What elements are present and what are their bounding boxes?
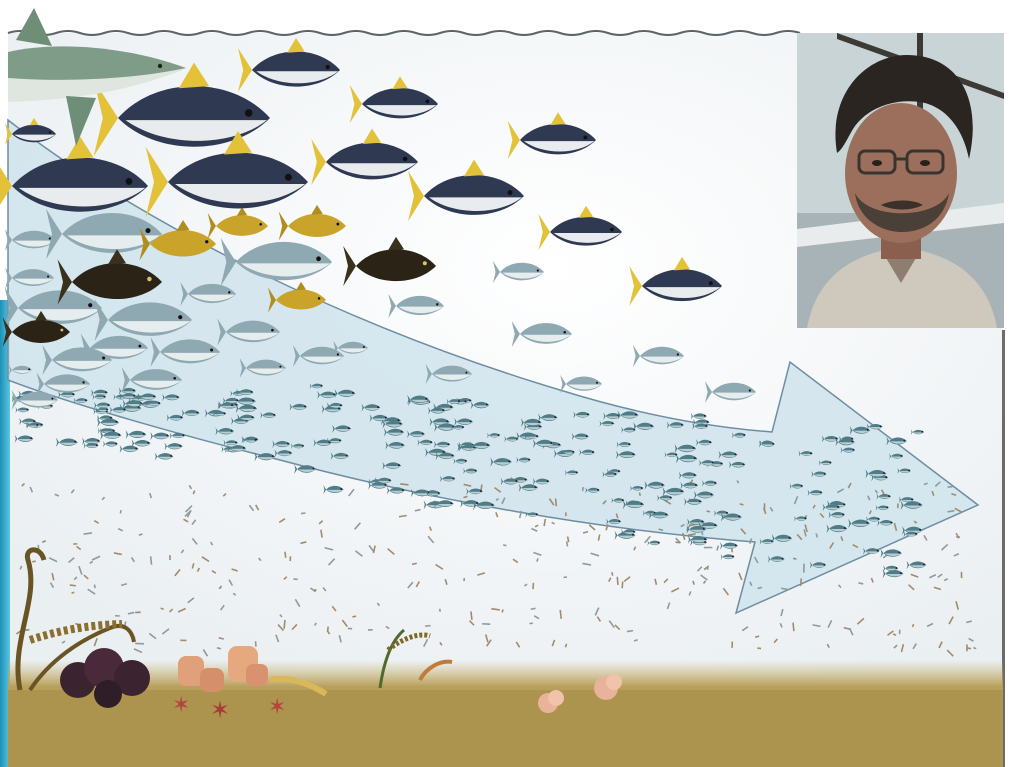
plankton-icon (961, 572, 963, 578)
plankton-icon (115, 615, 120, 617)
portrait-photo (797, 33, 1004, 328)
plankton-icon (169, 555, 171, 560)
plankton-icon (956, 536, 960, 538)
svg-text:✶: ✶ (210, 696, 230, 724)
seabed-floor (8, 690, 1003, 767)
plankton-icon (180, 639, 186, 641)
svg-text:✶: ✶ (268, 695, 286, 720)
plankton-icon (731, 642, 733, 648)
plankton-icon (348, 628, 352, 630)
plankton-icon (948, 486, 953, 488)
plankton-icon (897, 504, 899, 509)
plankton-icon (289, 556, 291, 561)
plankton-icon (803, 564, 805, 573)
plankton-icon (899, 630, 901, 635)
plankton-icon (704, 547, 713, 549)
plankton-icon (368, 629, 373, 631)
svg-text:✶: ✶ (172, 693, 190, 718)
plankton-icon (565, 512, 567, 516)
plankton-icon (73, 543, 77, 545)
plankton-icon (564, 576, 567, 578)
